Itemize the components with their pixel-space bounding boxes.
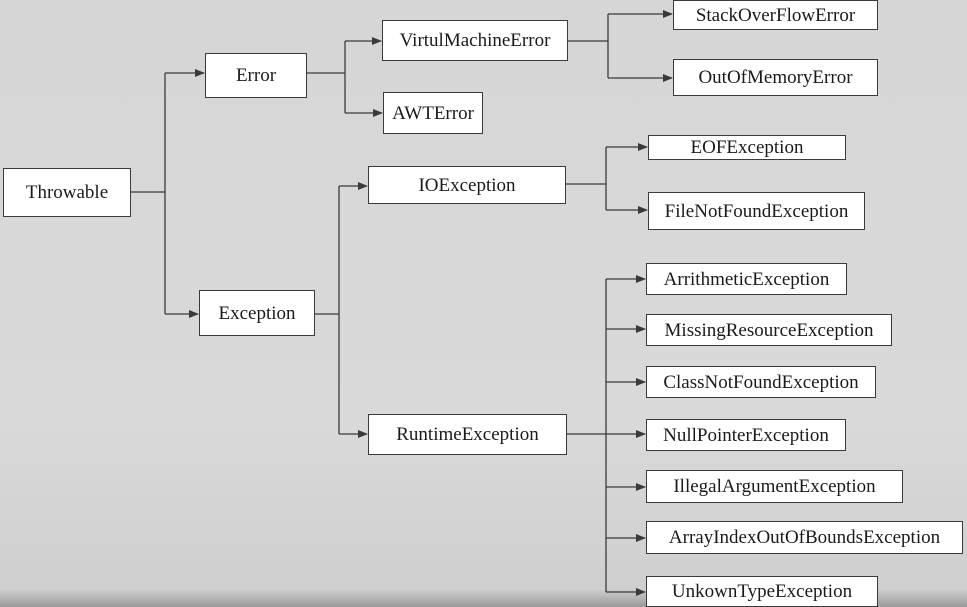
node-throwable-label: Throwable: [25, 182, 109, 203]
node-virtul-machine-error-label: VirtulMachineError: [399, 30, 551, 51]
node-runtime-exception: RuntimeException: [368, 414, 567, 455]
node-class-not-found-exception-label: ClassNotFoundException: [663, 371, 859, 393]
node-arithmetic-exception-label: ArrithmeticException: [663, 268, 830, 290]
connector-throwable-trunk: [131, 73, 166, 314]
node-eof-exception: EOFException: [648, 135, 846, 160]
node-awt-error: AWTError: [383, 92, 483, 134]
node-eof-exception-label: EOFException: [690, 137, 804, 158]
node-exception-label: Exception: [218, 302, 296, 324]
connector-error-trunk: [307, 41, 346, 113]
node-array-index-out-of-bounds-exception: ArrayIndexOutOfBoundsException: [646, 521, 963, 554]
node-unkown-type-exception: UnkownTypeException: [646, 576, 878, 607]
node-stack-over-flow-error-label: StackOverFlowError: [695, 4, 856, 26]
node-io-exception-label: IOException: [418, 174, 516, 196]
node-null-pointer-exception-label: NullPointerException: [663, 424, 829, 446]
node-illegal-argument-exception: IllegalArgumentException: [646, 470, 903, 503]
node-awt-error-label: AWTError: [392, 102, 474, 124]
node-error-label: Error: [235, 65, 277, 86]
node-missing-resource-exception-label: MissingResourceException: [664, 319, 874, 341]
node-error: Error: [205, 53, 307, 98]
node-exception: Exception: [199, 290, 315, 336]
connector-runtime-trunk: [567, 279, 607, 592]
node-missing-resource-exception: MissingResourceException: [646, 314, 892, 346]
node-array-index-out-of-bounds-exception-label: ArrayIndexOutOfBoundsException: [668, 527, 941, 548]
node-unkown-type-exception-label: UnkownTypeException: [671, 581, 853, 602]
node-out-of-memory-error-label: OutOfMemoryError: [698, 67, 853, 88]
node-runtime-exception-label: RuntimeException: [396, 424, 539, 445]
node-file-not-found-exception: FileNotFoundException: [648, 192, 865, 230]
node-arithmetic-exception: ArrithmeticException: [646, 263, 847, 295]
node-throwable: Throwable: [3, 168, 131, 217]
connector-exception-trunk: [315, 186, 340, 434]
node-file-not-found-exception-label: FileNotFoundException: [664, 200, 849, 222]
node-virtul-machine-error: VirtulMachineError: [382, 20, 568, 61]
connector-io-trunk: [566, 147, 607, 210]
node-null-pointer-exception: NullPointerException: [646, 419, 846, 451]
node-illegal-argument-exception-label: IllegalArgumentException: [673, 476, 876, 497]
node-class-not-found-exception: ClassNotFoundException: [646, 366, 876, 398]
node-io-exception: IOException: [368, 166, 566, 204]
connector-vme-trunk: [568, 14, 609, 78]
node-out-of-memory-error: OutOfMemoryError: [673, 59, 878, 96]
node-stack-over-flow-error: StackOverFlowError: [673, 0, 878, 30]
